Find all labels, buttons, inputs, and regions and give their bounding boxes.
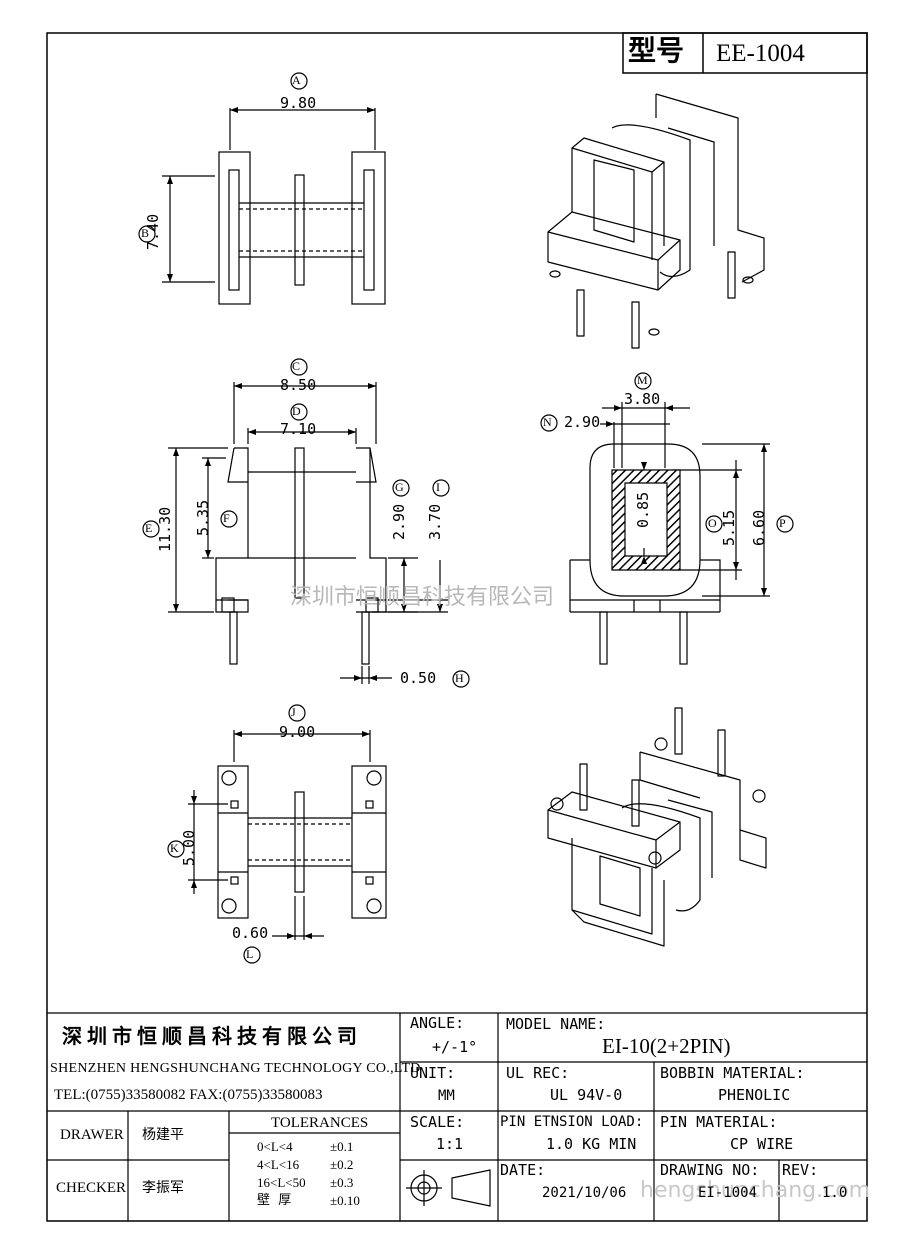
projection-symbol-icon: [406, 1169, 491, 1207]
scale-value: 1:1: [436, 1135, 464, 1153]
date-label: DATE:: [500, 1161, 546, 1179]
ul-rec-label: UL REC:: [506, 1064, 570, 1082]
unit-value: MM: [438, 1088, 455, 1104]
dim-letter-f: F: [223, 511, 230, 525]
isometric-view-top: [547, 93, 765, 349]
model-box: [622, 32, 868, 74]
scale-label: SCALE:: [410, 1113, 465, 1131]
model-name-label: MODEL NAME:: [506, 1015, 606, 1033]
drawing-no-value: EI-1004: [698, 1185, 758, 1201]
dim-letter-i: I: [436, 480, 440, 494]
bobbin-material-value: PHENOLIC: [718, 1086, 791, 1104]
unit-label: UNIT:: [410, 1064, 456, 1082]
watermark-company: 深圳市恒顺昌科技有限公司: [290, 585, 555, 610]
dim-value-n: 2.90: [564, 413, 601, 431]
dim-arrows-bottom: [191, 731, 370, 939]
dim-value-f: 5.35: [194, 499, 212, 536]
dim-value-i: 3.70: [426, 503, 444, 540]
dim-letter-h: H: [455, 671, 464, 685]
dim-value-h: 0.50: [400, 669, 437, 687]
dim-value-d: 7.10: [280, 420, 317, 438]
dim-letter-o: O: [708, 516, 717, 530]
dim-value-c: 8.50: [280, 376, 317, 394]
sheet-border: [46, 32, 868, 1222]
dim-value-m: 3.80: [624, 390, 661, 408]
dim-letter-j: J: [291, 705, 296, 719]
dim-letter-g: G: [395, 480, 404, 494]
title-block-grid: [47, 1012, 867, 1221]
dim-letter-a: A: [292, 73, 301, 87]
dim-letter-k: K: [170, 841, 179, 855]
dim-value-g: 2.90: [390, 503, 408, 540]
dim-arrows-top: [167, 107, 375, 282]
tolerance-value: ±0.3: [330, 1175, 354, 1190]
dim-value-o: 5.15: [720, 509, 738, 546]
checker-label: CHECKER: [56, 1180, 127, 1196]
dim-arrows-front: [173, 383, 443, 681]
dim-value-a: 9.80: [280, 94, 317, 112]
date-value: 2021/10/06: [542, 1185, 627, 1201]
pin-material-label: PIN MATERIAL:: [660, 1113, 778, 1131]
rev-value: 1.0: [822, 1185, 848, 1201]
dim-letter-n: N: [543, 415, 552, 429]
dim-value-b: 7.40: [144, 213, 162, 250]
watermark-site: hengshunchang.com: [640, 1178, 871, 1203]
dim-letter-b: B: [141, 226, 150, 240]
tolerance-value: ±0.10: [330, 1193, 360, 1208]
dim-arrows-side: [606, 405, 767, 596]
model-label: 型号: [628, 36, 685, 67]
tolerance-range: 4<L<16: [257, 1157, 300, 1172]
angle-label: ANGLE:: [410, 1014, 465, 1032]
dim-value-inner: 0.85: [634, 491, 652, 528]
bobbin-material-label: BOBBIN MATERIAL:: [660, 1064, 805, 1082]
company-name-cn: 深圳市恒顺昌科技有限公司: [62, 1024, 362, 1048]
tolerance-range: 16<L<50: [257, 1175, 306, 1190]
ul-rec-value: UL 94V-0: [550, 1086, 623, 1104]
pin-load-label: PIN ETNSION LOAD:: [500, 1114, 644, 1130]
model-value: EE-1004: [716, 40, 805, 67]
angle-value: +/-1°: [432, 1038, 478, 1056]
pin-material-value: CP WIRE: [730, 1135, 794, 1153]
dim-value-j: 9.00: [279, 723, 316, 741]
dim-letter-m: M: [637, 373, 648, 387]
top-view: [138, 72, 386, 305]
tolerance-value: ±0.1: [330, 1139, 354, 1154]
drawer-label: DRAWER: [60, 1127, 124, 1143]
dim-letter-e: E: [145, 521, 153, 535]
tolerance-value: ±0.2: [330, 1157, 354, 1172]
dim-letter-p: P: [779, 516, 786, 530]
dim-letter-c: C: [292, 359, 301, 373]
dim-value-l: 0.60: [232, 924, 269, 942]
checker-name: 李振军: [142, 1180, 184, 1196]
tolerance-range: 壁 厚: [257, 1193, 292, 1208]
tolerance-range: 0<L<4: [257, 1139, 293, 1154]
front-view: [142, 358, 470, 688]
company-name-en: SHENZHEN HENGSHUNCHANG TECHNOLOGY CO.,LT…: [50, 1061, 421, 1076]
dim-letter-d: D: [292, 404, 301, 418]
pin-load-value: 1.0 KG MIN: [546, 1135, 637, 1153]
drawing-no-label: DRAWING NO:: [660, 1161, 760, 1179]
dim-value-k: 5.00: [180, 829, 198, 866]
rev-label: REV:: [782, 1161, 819, 1179]
model-name-value: EI-10(2+2PIN): [602, 1034, 731, 1058]
dim-value-e: 11.30: [156, 506, 174, 552]
tolerances-label: TOLERANCES: [271, 1115, 369, 1131]
bottom-view: [167, 704, 387, 964]
tel-fax: TEL:(0755)33580082 FAX:(0755)33580083: [54, 1087, 323, 1103]
drawer-name: 杨建平: [142, 1127, 184, 1143]
dim-value-p: 6.60: [750, 509, 768, 546]
hatched-wall: [611, 469, 681, 571]
isometric-view-bottom: [547, 707, 767, 947]
dim-letter-l: L: [246, 947, 254, 961]
